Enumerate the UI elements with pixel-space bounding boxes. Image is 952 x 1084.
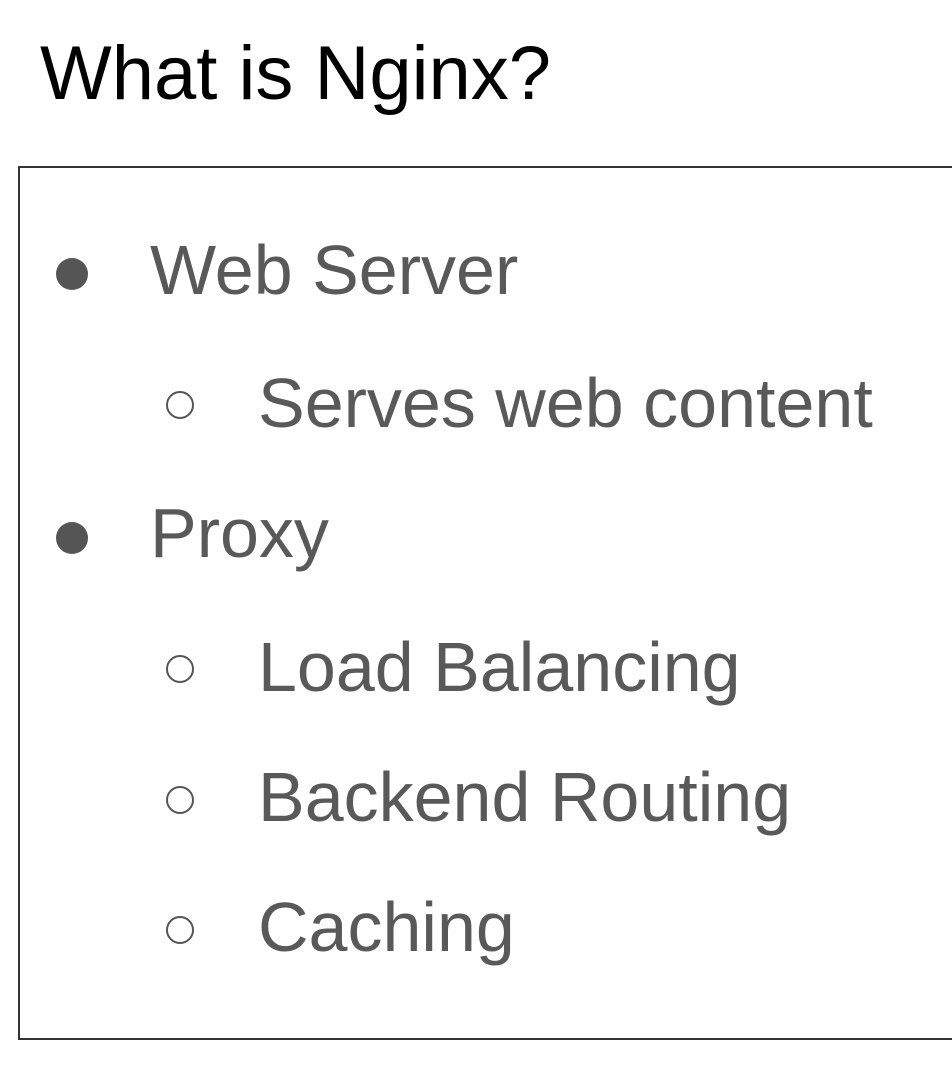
slide-title: What is Nginx? bbox=[40, 31, 552, 116]
filled-bullet-icon bbox=[56, 522, 88, 554]
sub-bullet-backend-routing: Backend Routing bbox=[258, 758, 792, 836]
hollow-bullet-icon bbox=[166, 786, 194, 814]
content-box bbox=[18, 166, 952, 1040]
sub-bullet-serves-web-content: Serves web content bbox=[258, 364, 873, 442]
bullet-proxy: Proxy bbox=[150, 494, 329, 572]
hollow-bullet-icon bbox=[166, 655, 194, 683]
sub-bullet-caching: Caching bbox=[258, 888, 515, 966]
sub-bullet-load-balancing: Load Balancing bbox=[258, 628, 741, 706]
hollow-bullet-icon bbox=[166, 391, 194, 419]
hollow-bullet-icon bbox=[166, 916, 194, 944]
filled-bullet-icon bbox=[56, 258, 88, 290]
bullet-web-server: Web Server bbox=[150, 231, 519, 309]
